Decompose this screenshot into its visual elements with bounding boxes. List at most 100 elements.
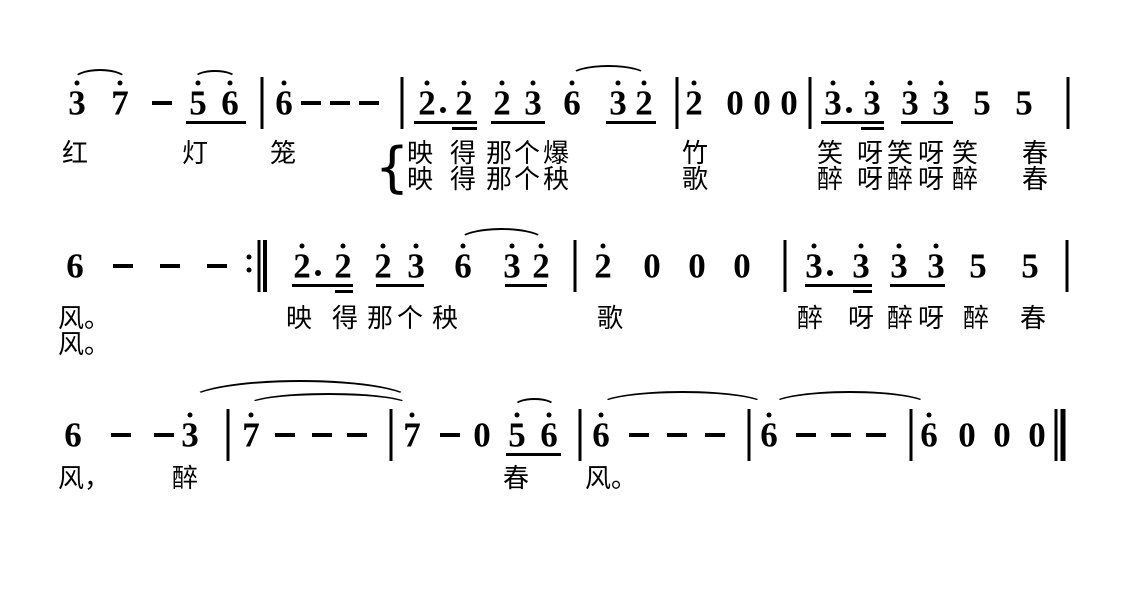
- lyric-char: 笑: [952, 139, 979, 169]
- barline: [909, 409, 913, 461]
- octave-dot: [340, 243, 346, 249]
- lyric-char: 歌: [682, 165, 709, 195]
- lyric-char: 呀: [857, 139, 884, 169]
- rest-note: 0: [473, 415, 491, 455]
- rest-note: 0: [993, 415, 1011, 455]
- lyric-char: 竹: [682, 139, 709, 169]
- duration-dash: [207, 264, 227, 268]
- duration-dash: [667, 433, 687, 437]
- note: 6: [64, 415, 82, 455]
- note: 2: [493, 83, 511, 123]
- note: 6: [592, 415, 610, 455]
- note: 5: [189, 83, 207, 123]
- octave-dot: [869, 80, 875, 86]
- octave-dot: [600, 243, 606, 249]
- note: 6: [221, 83, 239, 123]
- lyric-char: 映: [407, 165, 434, 195]
- duration-dash: [301, 101, 321, 105]
- octave-dot: [615, 80, 621, 86]
- note: 3: [901, 83, 919, 123]
- octave-dot: [811, 243, 817, 249]
- duration-dash: [160, 264, 180, 268]
- octave-dot: [546, 412, 552, 418]
- octave-dot: [938, 80, 944, 86]
- note: 3: [927, 246, 945, 286]
- rest-note: 0: [1028, 415, 1046, 455]
- beam-underline: [491, 121, 545, 124]
- lyric-char: 那: [486, 139, 513, 169]
- lyric-char: 风。: [585, 464, 638, 494]
- beam-underline: [376, 284, 424, 287]
- lyric-char: 呀: [918, 304, 945, 334]
- repeat-dot: [246, 267, 252, 273]
- octave-dot: [538, 243, 544, 249]
- note: 5: [969, 246, 987, 286]
- barline: [389, 409, 393, 461]
- rest-note: 0: [958, 415, 976, 455]
- lyric-char: 醉: [963, 304, 990, 334]
- octave-dot: [830, 80, 836, 86]
- lyric-char: 笑: [817, 139, 844, 169]
- duration-dash: [330, 101, 350, 105]
- duration-dash: [275, 433, 295, 437]
- note: 5: [1021, 246, 1039, 286]
- slur-tie: [599, 391, 766, 405]
- note: 2: [418, 83, 436, 123]
- barline: [578, 409, 582, 461]
- octave-dot: [248, 412, 254, 418]
- repeat-end-barline: [263, 240, 267, 292]
- note: 5: [973, 83, 991, 123]
- octave-dot: [896, 243, 902, 249]
- note: 3: [824, 83, 842, 123]
- rest-note: 0: [688, 246, 706, 286]
- lyric-char: 春: [1022, 165, 1049, 195]
- lyric-char: 个: [514, 139, 541, 169]
- octave-dot: [460, 243, 466, 249]
- final-barline: [1054, 409, 1058, 461]
- final-barline: [1060, 409, 1066, 461]
- beam-underline: [901, 121, 953, 124]
- note: 3: [890, 246, 908, 286]
- slur-tie: [193, 70, 237, 79]
- lyric-char: 映: [286, 304, 313, 334]
- note: 6: [454, 246, 472, 286]
- lyric-char: 歌: [597, 304, 624, 334]
- octave-dot: [499, 80, 505, 86]
- octave-dot: [598, 412, 604, 418]
- lyric-char: 醉: [817, 165, 844, 195]
- beam-underline: [861, 127, 884, 130]
- beam-underline: [505, 284, 547, 287]
- lyric-char: 醉: [887, 165, 914, 195]
- octave-dot: [766, 412, 772, 418]
- lyric-char: 醉: [172, 464, 199, 494]
- note: 7: [403, 415, 421, 455]
- lyric-char: 风。: [58, 330, 111, 360]
- barline: [1065, 240, 1069, 292]
- duration-dash: [154, 433, 174, 437]
- note: 2: [635, 83, 653, 123]
- beam-underline: [890, 284, 945, 287]
- octave-dot: [569, 80, 575, 86]
- octave-dot: [187, 412, 193, 418]
- lyric-char: 笑: [887, 139, 914, 169]
- beam-underline: [414, 121, 477, 124]
- duration-dash: [440, 433, 460, 437]
- note: 3: [181, 415, 199, 455]
- lyric-char: 呀: [857, 165, 884, 195]
- lyric-char: 秧: [543, 165, 570, 195]
- lyric-char: 呀: [918, 139, 945, 169]
- barline: [747, 409, 751, 461]
- slur-tie: [458, 228, 545, 241]
- augmentation-dot: [315, 270, 321, 276]
- note: 6: [275, 83, 293, 123]
- beam-underline: [821, 121, 884, 124]
- lyric-char: 红: [62, 139, 89, 169]
- lyric-char: 映: [407, 139, 434, 169]
- duration-dash: [359, 101, 379, 105]
- duration-dash: [312, 433, 332, 437]
- lyric-char: 个: [397, 304, 424, 334]
- augmentation-dot: [827, 270, 833, 276]
- slur-tie: [513, 398, 556, 407]
- note: 6: [920, 415, 938, 455]
- lyric-char: 呀: [918, 165, 945, 195]
